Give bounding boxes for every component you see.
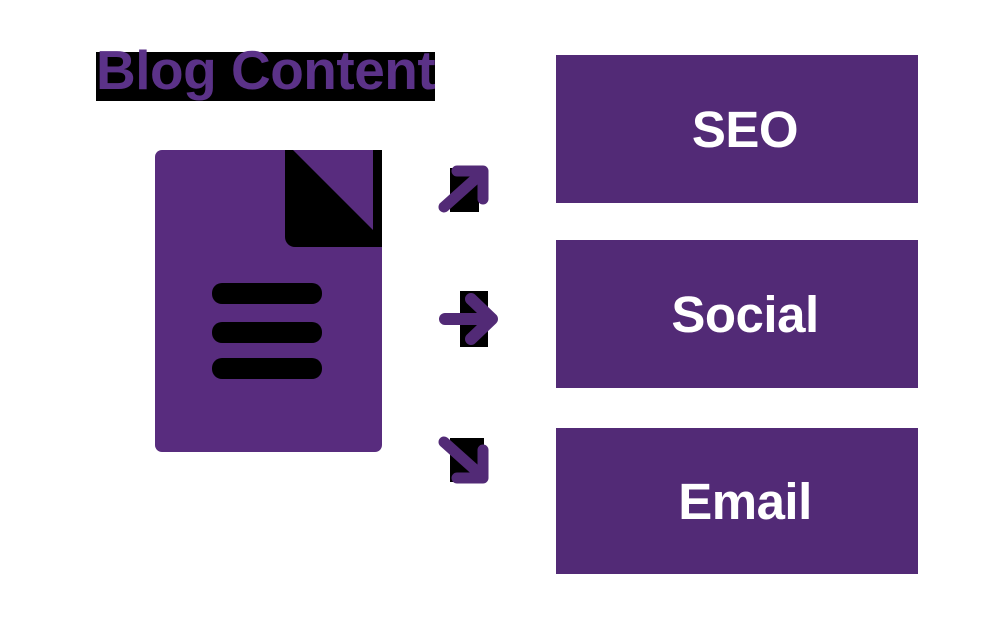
document-text-line xyxy=(212,358,322,379)
channel-label: SEO xyxy=(691,100,799,158)
arrow-up-right-glyph xyxy=(438,165,489,213)
page-title: Blog Content xyxy=(96,39,436,101)
arrow-down-right-icon xyxy=(437,432,497,492)
channel-label: Social xyxy=(671,285,819,343)
document-text-line xyxy=(212,283,322,304)
arrow-right-glyph xyxy=(439,293,498,345)
document-fold-corner xyxy=(285,150,382,247)
arrow-up-right-icon xyxy=(437,160,497,220)
document-icon xyxy=(155,150,382,452)
channel-card-social[interactable]: Social xyxy=(556,240,918,388)
arrow-down-right-glyph xyxy=(438,436,489,484)
arrow-right-icon xyxy=(439,288,503,348)
channel-card-email[interactable]: Email xyxy=(556,428,918,574)
channel-card-seo[interactable]: SEO xyxy=(556,55,918,203)
channel-label: Email xyxy=(678,472,812,530)
page-title-band: Blog Content xyxy=(96,39,436,101)
document-fold-triangle xyxy=(293,150,373,230)
document-text-line xyxy=(212,322,322,343)
